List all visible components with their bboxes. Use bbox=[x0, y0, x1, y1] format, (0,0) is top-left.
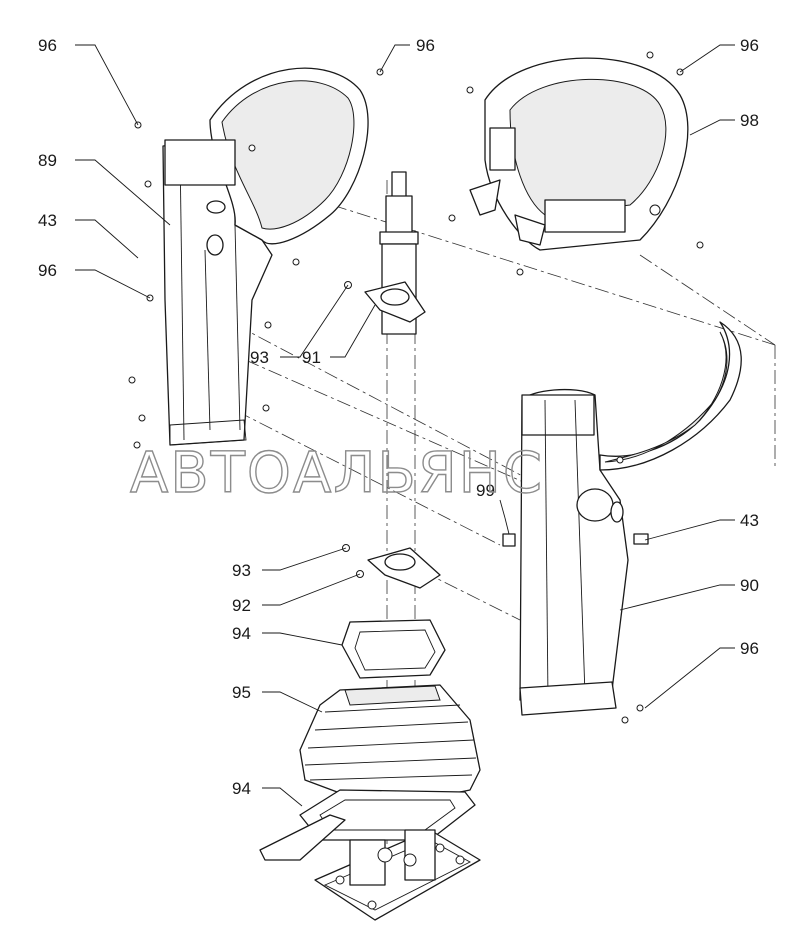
callout-92: 92 bbox=[232, 596, 251, 615]
upper-clamp-part-91 bbox=[344, 281, 426, 323]
upper-gasket-part-94 bbox=[341, 619, 446, 679]
callout-90: 90 bbox=[740, 576, 759, 595]
callout-43-right: 43 bbox=[740, 511, 759, 530]
callout-99: 99 bbox=[476, 481, 495, 500]
callout-98: 98 bbox=[740, 111, 759, 130]
right-cover-part-90 bbox=[519, 321, 742, 716]
callout-93-lower: 93 bbox=[232, 561, 251, 580]
base-mechanism bbox=[259, 814, 481, 921]
left-cover-part-89 bbox=[162, 67, 369, 446]
callout-96-top-right: 96 bbox=[740, 36, 759, 55]
watermark: АВТОАЛЬЯНС bbox=[130, 441, 544, 506]
leader-lines bbox=[75, 44, 735, 807]
callout-43-left: 43 bbox=[38, 211, 57, 230]
small-part-99 bbox=[502, 517, 516, 547]
top-ring-part-98 bbox=[469, 57, 689, 251]
callout-94-lower: 94 bbox=[232, 779, 251, 798]
lower-clamp-part-92 bbox=[342, 544, 441, 589]
callout-96-right: 96 bbox=[740, 639, 759, 658]
callout-94-upper: 94 bbox=[232, 624, 251, 643]
fasteners bbox=[128, 51, 704, 724]
callout-96-top-center: 96 bbox=[416, 36, 435, 55]
rubber-boot-part-95 bbox=[299, 684, 481, 809]
callout-89: 89 bbox=[38, 151, 57, 170]
callout-91: 91 bbox=[302, 348, 321, 367]
callout-96-top-left: 96 bbox=[38, 36, 57, 55]
callout-96-left: 96 bbox=[38, 261, 57, 280]
callout-95: 95 bbox=[232, 683, 251, 702]
shaft bbox=[379, 171, 419, 335]
callout-93-upper: 93 bbox=[250, 348, 269, 367]
callout-labels: 96 96 96 98 89 43 96 93 91 99 43 93 90 9… bbox=[38, 36, 759, 798]
